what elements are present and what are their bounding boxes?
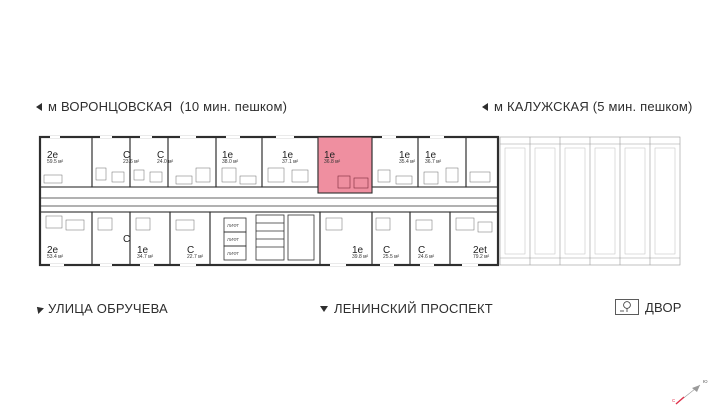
interior-details <box>43 167 493 233</box>
lift-label-2: ЛИФТ <box>227 237 239 242</box>
tree-bench-icon <box>615 299 639 315</box>
lift-label-3: ЛИФТ <box>227 251 239 256</box>
unit-area-label: 24.0 м² <box>157 159 174 165</box>
unit-area-label: 37.1 м² <box>282 159 299 165</box>
adjacent-structure-details <box>504 147 676 255</box>
unit-area-label: 24.6 м² <box>418 254 435 260</box>
direction-label: УЛИЦА ОБРУЧЕВА <box>48 301 168 316</box>
unit-type-label: 1е <box>324 150 336 161</box>
unit-type-label: 1е <box>222 150 234 161</box>
direction-kaluzhskaya: м КАЛУЖСКАЯ (5 мин. пешком) <box>482 99 693 114</box>
unit-type-label: 2е <box>47 245 59 256</box>
unit-area-label: 23.6 м² <box>123 159 140 165</box>
unit-type-label: 2е <box>47 150 59 161</box>
compass-icon <box>675 384 701 405</box>
unit-type-label: С <box>157 150 164 161</box>
unit-area-label: 79.2 м² <box>473 254 490 260</box>
top-units <box>39 136 499 194</box>
unit-area-label: 39.8 м² <box>352 254 369 260</box>
unit-area-label: 34.7 м² <box>137 254 154 260</box>
unit-type-label: С <box>123 234 130 245</box>
unit-area-label: 36.7 м² <box>425 159 442 165</box>
direction-label: м ВОРОНЦОВСКАЯ (10 мин. пешком) <box>48 99 288 114</box>
direction-label: м КАЛУЖСКАЯ (5 мин. пешком) <box>494 99 693 114</box>
lift-label-1: ЛИФТ <box>227 223 239 228</box>
direction-obrucheva: УЛИЦА ОБРУЧЕВА <box>34 301 168 316</box>
unit-type-label: 1е <box>425 150 437 161</box>
core-elements <box>223 214 315 261</box>
direction-yard: ДВОР <box>615 299 682 315</box>
selected-unit-details <box>337 175 369 189</box>
unit-type-label: 1е <box>282 150 294 161</box>
direction-label: ДВОР <box>645 299 682 315</box>
arrow-left-icon <box>36 102 42 111</box>
unit-type-label: 1е <box>352 245 364 256</box>
unit-type-label: 1е <box>137 245 149 256</box>
unit-top-10[interactable] <box>465 136 499 188</box>
unit-area-label: 38.0 м² <box>222 159 239 165</box>
unit-type-label: С <box>383 245 390 256</box>
unit-area-label: 22.7 м² <box>187 254 204 260</box>
direction-leninsky: ЛЕНИНСКИЙ ПРОСПЕКТ <box>320 301 493 316</box>
unit-type-label: С <box>123 150 130 161</box>
unit-area-label: 59.5 м² <box>47 159 64 165</box>
unit-type-label: С <box>187 245 194 256</box>
direction-voronczovskaya: м ВОРОНЦОВСКАЯ (10 мин. пешком) <box>36 99 287 114</box>
unit-type-label: 1е <box>399 150 411 161</box>
unit-area-label: 36.8 м² <box>324 159 341 165</box>
compass-north-label: Ю <box>703 379 708 384</box>
unit-area-label: 35.4 м² <box>399 159 416 165</box>
compass-south-label: С <box>672 398 676 403</box>
facade-windows <box>50 136 478 266</box>
unit-top-7-selected[interactable] <box>317 136 373 194</box>
adjacent-structure <box>499 136 681 266</box>
direction-label: ЛЕНИНСКИЙ ПРОСПЕКТ <box>334 301 493 316</box>
arrow-down-icon <box>320 305 328 312</box>
unit-type-label: 2еt <box>473 245 487 256</box>
unit-area-label: 25.5 м² <box>383 254 400 260</box>
arrow-left-icon <box>482 102 488 111</box>
unit-type-label: С <box>418 245 425 256</box>
unit-area-label: 53.4 м² <box>47 254 64 260</box>
